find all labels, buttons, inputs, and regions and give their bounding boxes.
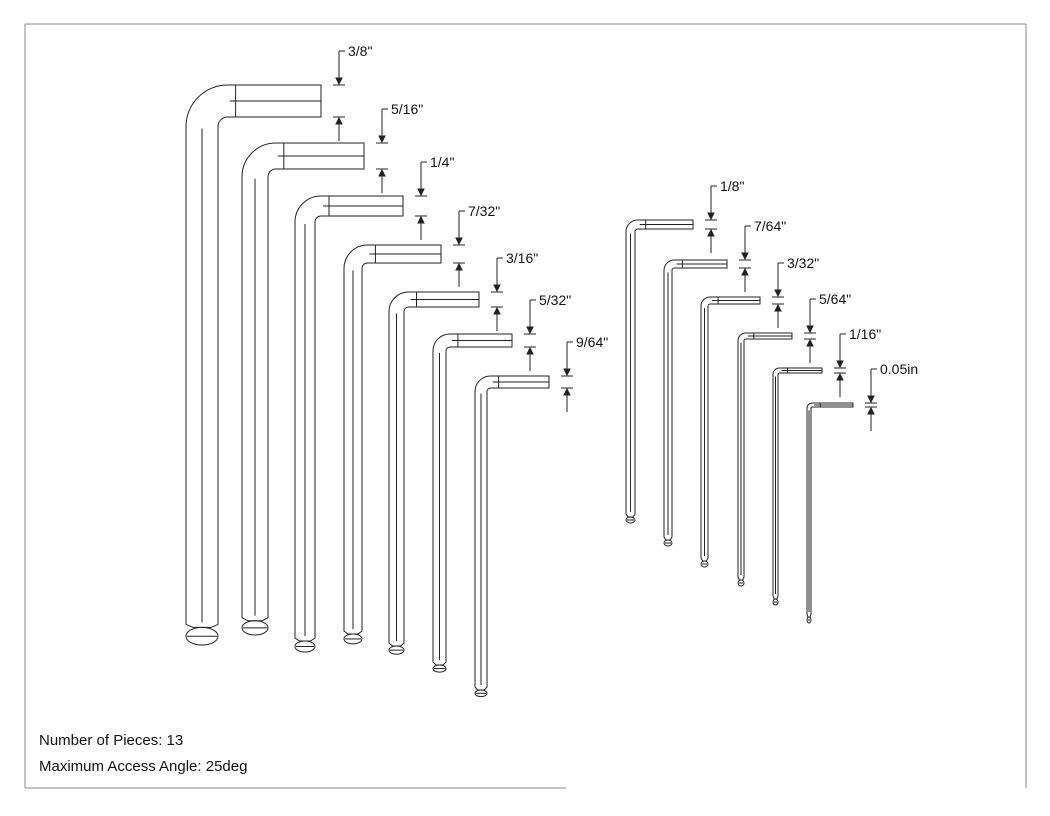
number-of-pieces-note: Number of Pieces: 13	[39, 732, 184, 749]
hex-key-3: 1/4"	[294, 154, 454, 653]
hex-key-body	[343, 244, 442, 635]
dimension-callout	[491, 257, 503, 331]
hex-key-10: 3/32"	[700, 255, 819, 568]
hex-key-ball-end	[806, 616, 812, 624]
hex-key-body	[185, 84, 322, 628]
hex-key-11: 5/64"	[737, 291, 851, 587]
dimension-callout	[705, 185, 717, 253]
dimension-label: 5/64"	[819, 291, 851, 307]
hex-key-6: 5/32"	[432, 292, 571, 673]
hex-key-5: 3/16"	[388, 250, 538, 655]
dimension-label: 5/32"	[539, 292, 571, 308]
dimension-label: 5/16"	[391, 101, 423, 117]
hex-key-body	[432, 333, 513, 666]
hex-key-ball-end	[388, 645, 405, 655]
hex-key-ball-end	[432, 664, 447, 673]
dimension-label: 3/32"	[787, 255, 819, 271]
dimension-label: 0.05in	[880, 361, 918, 377]
access-angle-note: Maximum Access Angle: 25deg	[39, 758, 248, 775]
hex-key-body	[294, 195, 404, 642]
dimension-callout	[804, 298, 816, 363]
hex-key-1: 3/8"	[185, 43, 372, 646]
hex-key-ball-end	[343, 633, 363, 645]
hex-key-ball-end	[185, 626, 219, 646]
hex-key-body	[700, 296, 761, 562]
dimension-label: 9/64"	[576, 334, 608, 350]
hex-key-ball-end	[700, 560, 709, 568]
dimension-callout	[739, 225, 751, 292]
hex-key-body	[625, 219, 694, 518]
hex-key-ball-end	[663, 539, 673, 547]
hex-key-body	[388, 291, 480, 647]
dimension-label: 1/16"	[849, 326, 881, 342]
dimension-label: 3/16"	[506, 250, 538, 266]
dimension-callout	[415, 161, 427, 240]
hex-key-13: 0.05in	[806, 361, 918, 624]
hex-key-ball-end	[294, 640, 316, 653]
dimension-callout	[376, 108, 388, 193]
hex-key-body	[474, 375, 550, 691]
hex-key-body	[241, 142, 365, 622]
hex-key-body	[663, 259, 728, 541]
dimension-label: 1/8"	[720, 178, 744, 194]
hex-key-ball-end	[737, 579, 745, 587]
hex-key-ball-end	[772, 598, 779, 606]
dimension-callout	[524, 299, 536, 371]
hex-key-12: 1/16"	[772, 326, 881, 606]
dimension-label: 1/4"	[430, 154, 454, 170]
dimension-callout	[453, 210, 465, 287]
dimension-label: 7/32"	[468, 203, 500, 219]
hex-key-body	[806, 402, 854, 618]
hex-key-8: 1/8"	[625, 178, 744, 524]
sheet-border	[24, 23, 1027, 789]
hex-key-ball-end	[474, 689, 488, 698]
dimension-callout	[772, 262, 784, 328]
dimension-callout	[834, 333, 846, 397]
hex-key-4: 7/32"	[343, 203, 500, 645]
hex-key-7: 9/64"	[474, 334, 608, 698]
dimension-callout	[333, 50, 345, 141]
dimension-callout	[561, 341, 573, 412]
hex-key-ball-end	[625, 516, 636, 524]
dimension-label: 3/8"	[348, 43, 372, 59]
hex-key-2: 5/16"	[241, 101, 423, 636]
dimension-label: 7/64"	[754, 218, 786, 234]
dimension-callout	[865, 368, 877, 431]
hex-key-9: 7/64"	[663, 218, 786, 547]
hex-keys: 3/8" 5/16" 1/4" 7/32" 3/16" 5/32" 9/64" 1/8" 7/6…	[185, 43, 918, 698]
hex-key-ball-end	[241, 620, 269, 636]
